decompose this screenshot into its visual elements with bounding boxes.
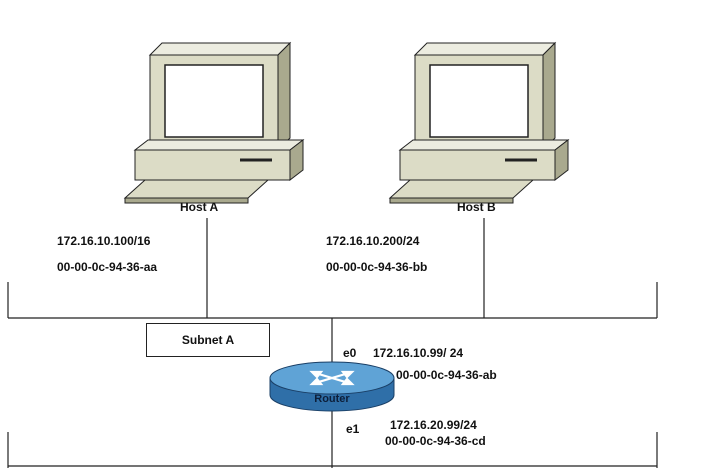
host-a-name: Host A bbox=[180, 200, 219, 214]
router-e0-mac: 00-00-0c-94-36-ab bbox=[396, 368, 497, 382]
subnet-label: Subnet A bbox=[181, 333, 235, 347]
host-b-computer-icon bbox=[388, 41, 570, 204]
host-a-mac: 00-00-0c-94-36-aa bbox=[57, 260, 158, 274]
host-a-ip: 172.16.10.100/16 bbox=[57, 234, 151, 248]
router-icon bbox=[269, 361, 395, 412]
host-a-computer-icon bbox=[123, 41, 305, 204]
host-b-mac: 00-00-0c-94-36-bb bbox=[326, 260, 428, 274]
router-e1-ip: 172.16.20.99/24 bbox=[390, 418, 477, 432]
host-b-ip: 172.16.10.200/24 bbox=[326, 234, 420, 248]
subnet-label-box: Subnet A bbox=[146, 323, 270, 357]
router-e1-name: e1 bbox=[346, 422, 360, 436]
host-b-name: Host B bbox=[457, 200, 496, 214]
router-e0-name: e0 bbox=[343, 346, 357, 360]
network-links bbox=[7, 218, 658, 468]
router-label: Router bbox=[314, 393, 350, 405]
router-e1-mac: 00-00-0c-94-36-cd bbox=[385, 434, 486, 448]
router-e0-ip: 172.16.10.99/ 24 bbox=[373, 346, 464, 360]
